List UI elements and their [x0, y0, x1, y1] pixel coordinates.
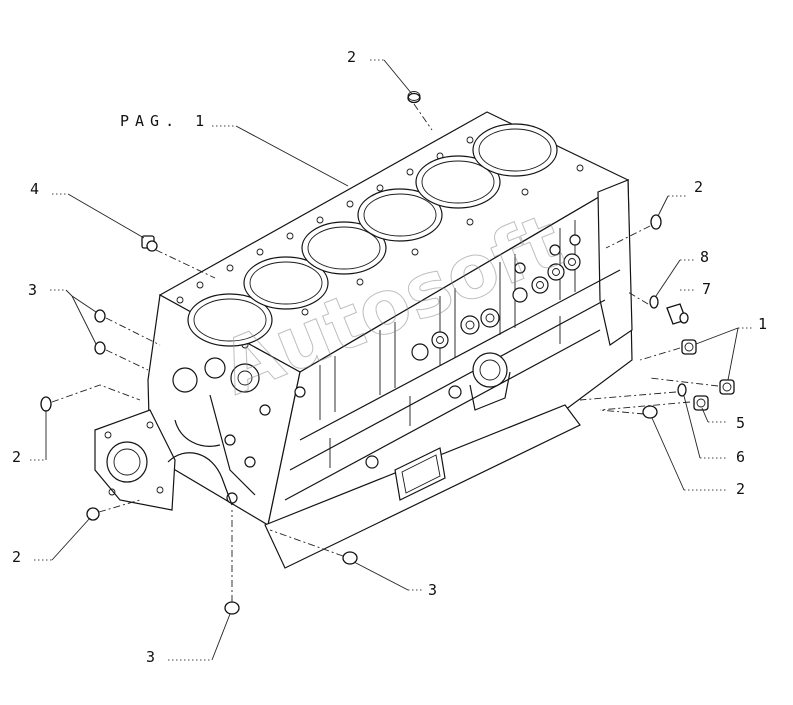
- threaded-plug-4: [141, 235, 158, 252]
- side-round-port: [469, 352, 511, 411]
- callout-6: 6: [736, 448, 745, 466]
- page-reference: PAG. 1: [120, 112, 210, 130]
- callout-7: 7: [702, 280, 711, 298]
- alignment-lines: [51, 103, 719, 602]
- seal-ring-8: [649, 295, 659, 309]
- side-rect-cover: [394, 447, 446, 501]
- expansion-plug-right-upper: [650, 214, 662, 230]
- front-plate: [94, 409, 176, 511]
- expansion-plug-left-lower: [94, 341, 106, 355]
- callout-8: 8: [700, 248, 709, 266]
- expansion-plug-left-upper: [94, 309, 106, 323]
- fitting-7: [666, 303, 689, 325]
- front-openings: [172, 357, 271, 504]
- callout-2-right-lower: 2: [736, 480, 745, 498]
- callout-2-right-upper: 2: [694, 178, 703, 196]
- plug-bolt-1-upper: [681, 339, 697, 355]
- callout-3-bottom: 3: [146, 648, 155, 666]
- crank-end-arc: [167, 452, 233, 506]
- callout-3-bottom-right: 3: [428, 581, 437, 599]
- leader-lines: [30, 59, 754, 661]
- callout-2-top: 2: [347, 48, 356, 66]
- callout-3-left: 3: [28, 281, 37, 299]
- threaded-plug-5: [693, 395, 709, 411]
- jacket-ribs: [284, 220, 621, 501]
- seal-ring-6: [677, 383, 687, 397]
- plug-bolt-1-lower: [719, 379, 735, 395]
- block-front-face: [147, 294, 301, 526]
- callout-2-bottom-left: 2: [12, 548, 21, 566]
- callout-4: 4: [30, 180, 39, 198]
- callout-1: 1: [758, 315, 767, 333]
- expansion-plug-left: [40, 396, 52, 412]
- cylinder-bores: [187, 123, 558, 347]
- expansion-plug-bottom-left: [86, 507, 100, 521]
- engine-block: [94, 111, 633, 569]
- expansion-plug-bottom-right: [342, 551, 358, 565]
- callout-5: 5: [736, 414, 745, 432]
- expansion-plug-bottom: [224, 601, 240, 615]
- callout-2-left: 2: [12, 448, 21, 466]
- side-bosses: [294, 234, 581, 469]
- expansion-plug-top: [407, 91, 421, 104]
- block-rear-flange: [597, 179, 633, 346]
- expansion-plug-right-lower: [642, 405, 658, 419]
- parts: [40, 91, 735, 615]
- callout-labels: 2 PAG. 1 2 4 8 7 3 1 5 6 2 2 2 3 3: [12, 48, 767, 666]
